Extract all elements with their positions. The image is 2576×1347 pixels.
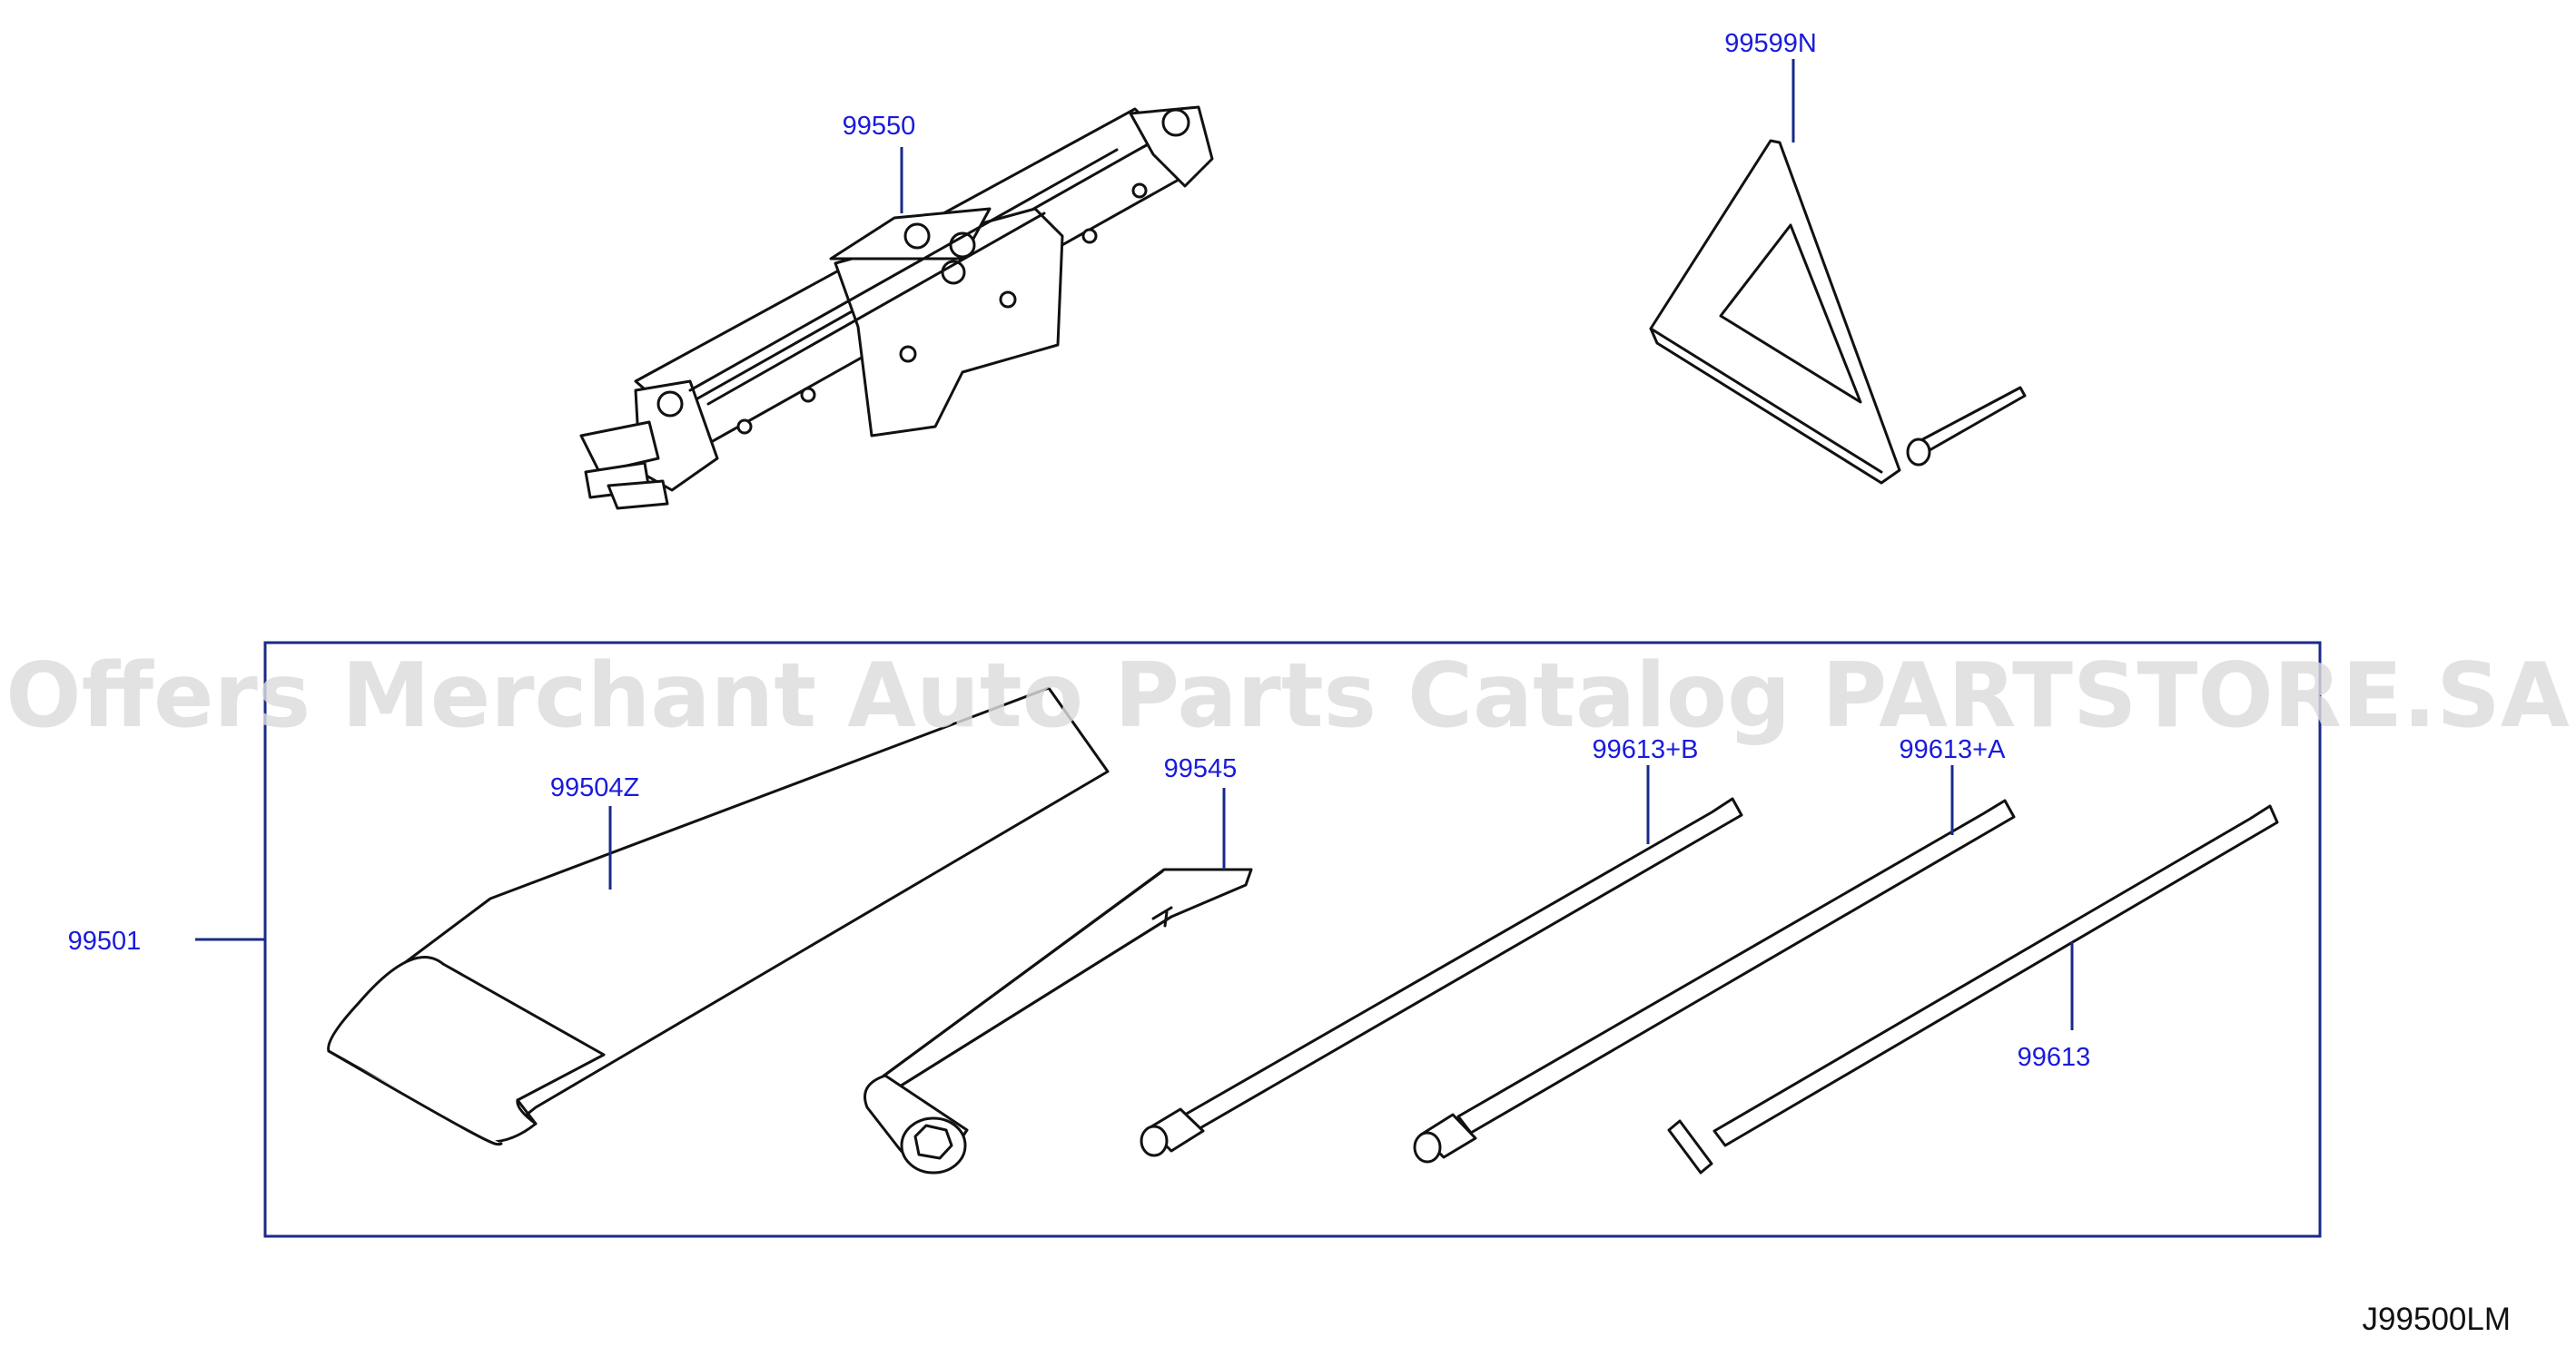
scissor-jack-illustration[interactable] xyxy=(579,105,1214,510)
extension-bar-b-illustration[interactable] xyxy=(1140,797,1743,1157)
callout-bar-b[interactable]: 99613+B xyxy=(1593,735,1699,764)
t-bar-illustration[interactable] xyxy=(1667,804,2279,1175)
callout-triangle[interactable]: 99599N xyxy=(1724,29,1817,58)
callout-tool-kit[interactable]: 99501 xyxy=(68,927,142,956)
diagram-code: J99500LM xyxy=(2363,1302,2511,1337)
callout-bar[interactable]: 99613 xyxy=(2018,1043,2091,1072)
extension-bar-a-illustration[interactable] xyxy=(1413,799,2016,1164)
callout-tool-bag[interactable]: 99504Z xyxy=(550,773,639,802)
callout-wheel-wrench[interactable]: 99545 xyxy=(1164,754,1238,783)
callout-bar-a[interactable]: 99613+A xyxy=(1900,735,2007,764)
callout-jack[interactable]: 99550 xyxy=(843,112,916,141)
warning-triangle-illustration[interactable] xyxy=(1649,139,2027,485)
tool-bag-illustration[interactable] xyxy=(327,686,1110,1146)
watermark-text: Offers Merchant Auto Parts Catalog PARTS… xyxy=(5,644,2570,748)
wheel-wrench-illustration[interactable] xyxy=(864,868,1253,1175)
